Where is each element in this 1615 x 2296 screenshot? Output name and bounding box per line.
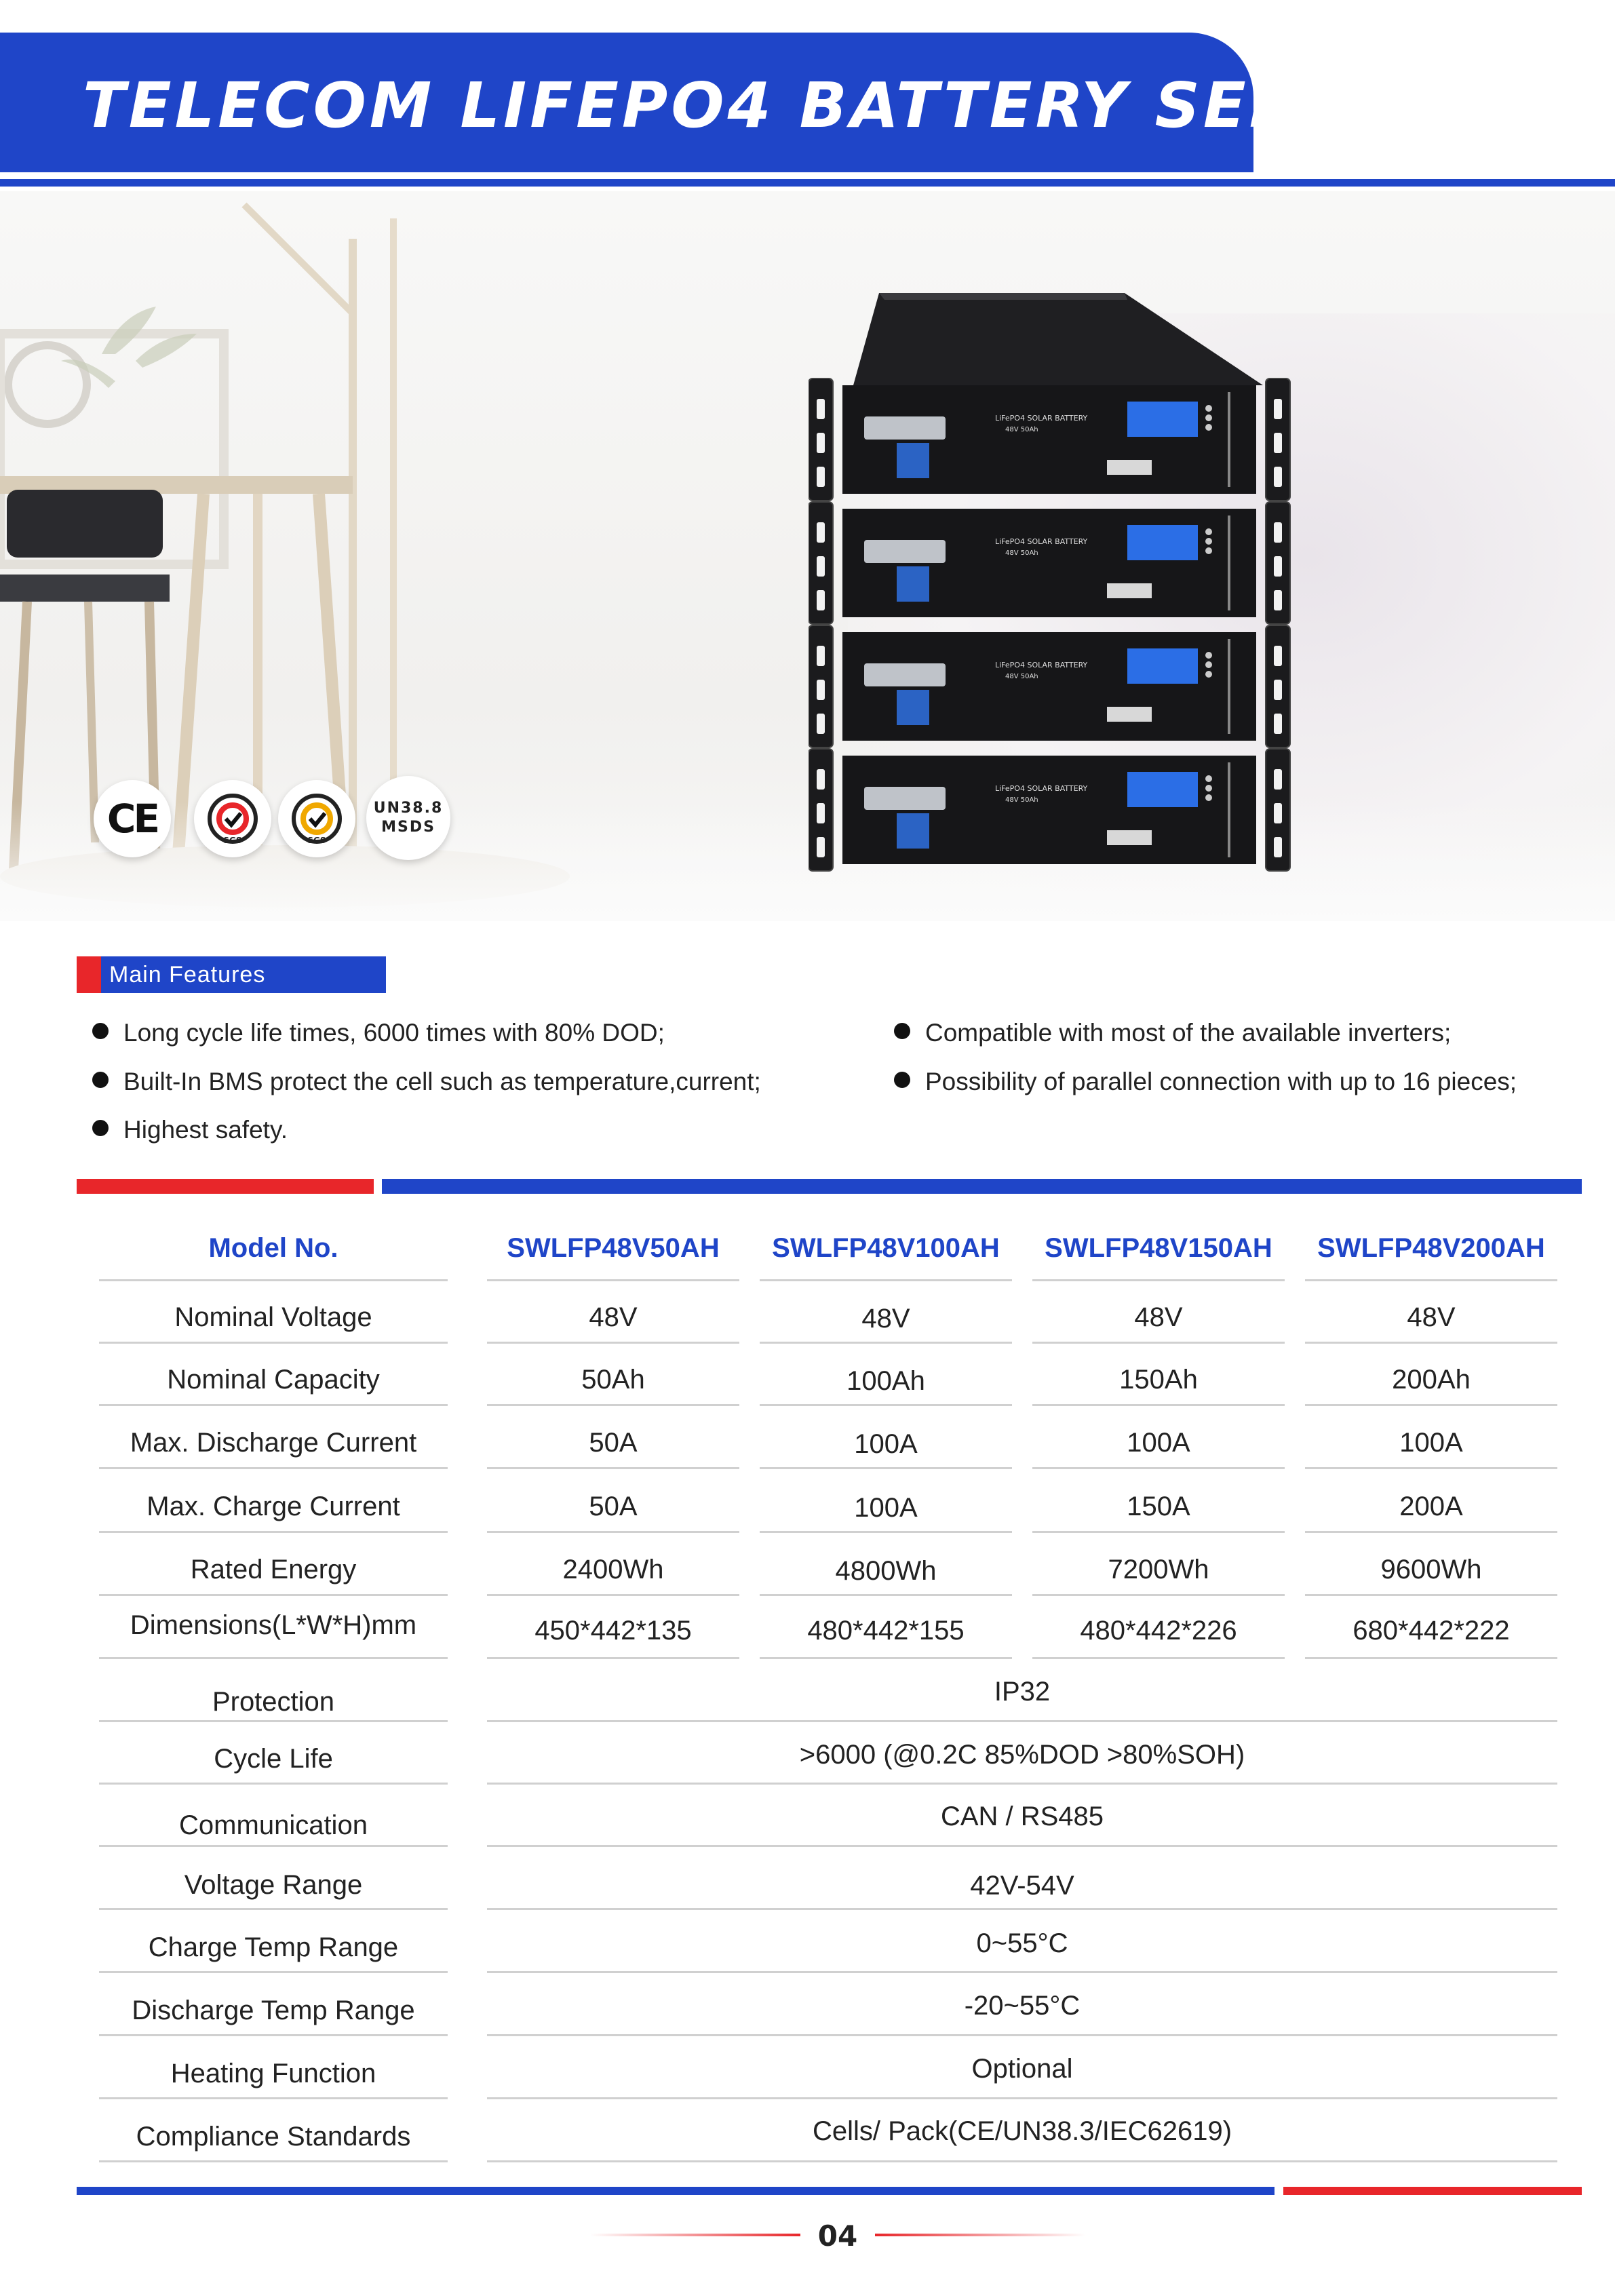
row-value-merged: IP32 [994, 1677, 1051, 1707]
row-value: 100A [1399, 1428, 1463, 1458]
row-value: 200Ah [1392, 1365, 1471, 1395]
page-number-line-right [875, 2234, 1085, 2236]
row-label: Voltage Range [184, 1870, 363, 1900]
row-label: Dimensions(L*W*H)mm [130, 1610, 417, 1640]
row-label: Max. Charge Current [147, 1492, 400, 1521]
battery-module: LiFePO4 SOLAR BATTERY 48V 50Ah [809, 748, 1291, 872]
row-value: 48V [1407, 1302, 1456, 1332]
table-divider-red [77, 1179, 374, 1194]
row-label: Nominal Voltage [174, 1302, 372, 1332]
svg-text:LiFePO4 SOLAR BATTERY: LiFePO4 SOLAR BATTERY [995, 661, 1088, 669]
row-value: 150A [1127, 1492, 1190, 1521]
footer-bar-red [1283, 2187, 1582, 2195]
page-number: 04 [817, 2219, 858, 2253]
row-value: 450*442*135 [534, 1616, 692, 1646]
row-label: Compliance Standards [136, 2122, 411, 2152]
footer-bar-blue [77, 2187, 1275, 2195]
row-value: 480*442*226 [1080, 1616, 1237, 1646]
svg-text:48V 50Ah: 48V 50Ah [1005, 426, 1038, 433]
row-value-merged: -20~55°C [964, 1991, 1081, 2021]
row-value: 48V [861, 1304, 910, 1334]
un38-msds-badge: UN38.8 MSDS [366, 776, 450, 860]
header-rule [0, 179, 1615, 187]
svg-text:48V 50Ah: 48V 50Ah [1005, 673, 1038, 680]
row-value-merged: Optional [971, 2054, 1073, 2084]
bullet-icon [92, 1072, 109, 1088]
row-label: Nominal Capacity [167, 1365, 380, 1395]
row-value-merged: 42V-54V [970, 1871, 1074, 1901]
row-value-merged: >6000 (@0.2C 85%DOD >80%SOH) [799, 1740, 1245, 1770]
feature-item: Compatible with most of the available in… [894, 1019, 1451, 1047]
row-label: Cycle Life [214, 1744, 333, 1774]
row-value: 100A [1127, 1428, 1190, 1458]
svg-text:48V 50Ah: 48V 50Ah [1005, 549, 1038, 557]
svg-text:48V 50Ah: 48V 50Ah [1005, 796, 1038, 804]
row-value: 100A [854, 1429, 918, 1459]
row-value: 150Ah [1119, 1365, 1198, 1395]
row-value: 200A [1399, 1492, 1463, 1521]
battery-module: LiFePO4 SOLAR BATTERY 48V 50Ah [809, 378, 1291, 501]
row-value: 50A [589, 1428, 638, 1458]
title-banner [0, 33, 1253, 172]
row-value: 50A [589, 1492, 638, 1521]
svg-text:LiFePO4 SOLAR BATTERY: LiFePO4 SOLAR BATTERY [995, 784, 1088, 793]
table-header-model: SWLFP48V100AH [772, 1233, 1000, 1263]
table-divider-blue [382, 1179, 1582, 1194]
bullet-icon [894, 1023, 910, 1039]
svg-text:SGS: SGS [223, 836, 241, 845]
row-label: Discharge Temp Range [132, 1996, 415, 2025]
sgs-certification-badge-2: SGS [278, 780, 355, 857]
feature-item: Possibility of parallel connection with … [894, 1068, 1517, 1096]
row-label: Rated Energy [190, 1555, 357, 1584]
row-value: 680*442*222 [1353, 1616, 1510, 1646]
row-label: Protection [212, 1687, 335, 1717]
row-label: Communication [179, 1810, 368, 1840]
svg-text:LiFePO4 SOLAR BATTERY: LiFePO4 SOLAR BATTERY [995, 537, 1088, 546]
row-label: Heating Function [170, 2059, 376, 2088]
bullet-icon [92, 1120, 109, 1136]
svg-text:LiFePO4 SOLAR BATTERY: LiFePO4 SOLAR BATTERY [995, 414, 1088, 423]
sgs-certification-badge: SGS [194, 780, 271, 857]
row-value: 4800Wh [835, 1556, 937, 1586]
row-value: 48V [589, 1302, 638, 1332]
row-value: 2400Wh [562, 1555, 664, 1584]
table-header-model: SWLFP48V50AH [507, 1233, 720, 1263]
table-header-model: SWLFP48V200AH [1317, 1233, 1545, 1263]
row-value: 48V [1134, 1302, 1183, 1332]
table-header-model-label: Model No. [208, 1233, 338, 1263]
row-label: Charge Temp Range [148, 1932, 399, 1962]
row-value: 480*442*155 [807, 1616, 965, 1646]
svg-text:SGS: SGS [307, 836, 326, 845]
page-title: TELECOM LIFEPO4 BATTERY SERIES [83, 69, 1422, 142]
bullet-icon [894, 1072, 910, 1088]
battery-module: LiFePO4 SOLAR BATTERY 48V 50Ah [809, 625, 1291, 748]
row-value-merged: Cells/ Pack(CE/UN38.3/IEC62619) [812, 2116, 1232, 2146]
ce-certification-badge: CE [94, 780, 171, 857]
row-value-merged: 0~55°C [976, 1928, 1068, 1958]
row-value-merged: CAN / RS485 [940, 1802, 1104, 1831]
row-value: 100A [854, 1493, 918, 1523]
row-value: 50Ah [581, 1365, 645, 1395]
row-value: 9600Wh [1380, 1555, 1482, 1584]
row-label: Max. Discharge Current [130, 1428, 417, 1458]
bullet-icon [92, 1023, 109, 1039]
battery-module: LiFePO4 SOLAR BATTERY 48V 50Ah [809, 501, 1291, 625]
feature-item: Highest safety. [92, 1116, 288, 1144]
page-number-line-left [590, 2234, 800, 2236]
features-heading-accent [77, 956, 101, 993]
row-value: 100Ah [847, 1366, 925, 1396]
table-header-model: SWLFP48V150AH [1045, 1233, 1272, 1263]
features-heading: Main Features [109, 962, 266, 988]
features-heading-bar [101, 956, 386, 993]
feature-item: Built-In BMS protect the cell such as te… [92, 1068, 761, 1096]
battery-rack-image: LiFePO4 SOLAR BATTERY 48V 50Ah LiFePO4 S… [809, 293, 1291, 872]
row-value: 7200Wh [1108, 1555, 1209, 1584]
feature-item: Long cycle life times, 6000 times with 8… [92, 1019, 665, 1047]
